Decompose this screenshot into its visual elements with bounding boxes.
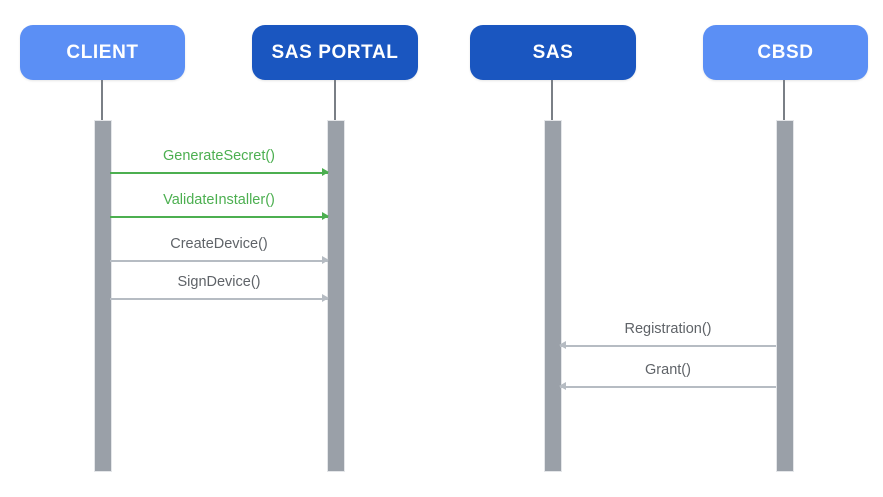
arrowhead-left-icon [559, 382, 566, 391]
actor-box-client[interactable]: CLIENT [20, 25, 185, 80]
message-label: CreateDevice() [170, 236, 268, 253]
message-label: GenerateSecret() [162, 148, 276, 165]
message-line [110, 172, 328, 174]
activation-bar-client [94, 120, 112, 472]
actor-box-cbsd[interactable]: CBSD [703, 25, 868, 80]
message-label: SignDevice() [177, 274, 261, 291]
message-label: Grant() [645, 362, 691, 379]
message-line [110, 260, 328, 262]
arrowhead-right-icon [322, 212, 329, 221]
lifeline-stem-client [101, 80, 103, 120]
arrowhead-right-icon [322, 256, 329, 265]
arrowhead-right-icon [322, 168, 329, 177]
lifeline-stem-cbsd [783, 80, 785, 120]
message-label: ValidateInstaller() [163, 192, 275, 209]
actor-box-sas[interactable]: SAS [470, 25, 636, 80]
message-line [110, 298, 328, 300]
message-line [560, 345, 776, 347]
message-line [560, 386, 776, 388]
activation-bar-cbsd [776, 120, 794, 472]
message-label: Registration() [624, 321, 712, 338]
arrowhead-left-icon [559, 341, 566, 350]
activation-bar-sas-portal [327, 120, 345, 472]
actor-box-sas-portal[interactable]: SAS PORTAL [252, 25, 418, 80]
lifeline-stem-sas [551, 80, 553, 120]
activation-bar-sas [544, 120, 562, 472]
lifeline-stem-sas-portal [334, 80, 336, 120]
arrowhead-right-icon [322, 294, 329, 303]
message-line [110, 216, 328, 218]
